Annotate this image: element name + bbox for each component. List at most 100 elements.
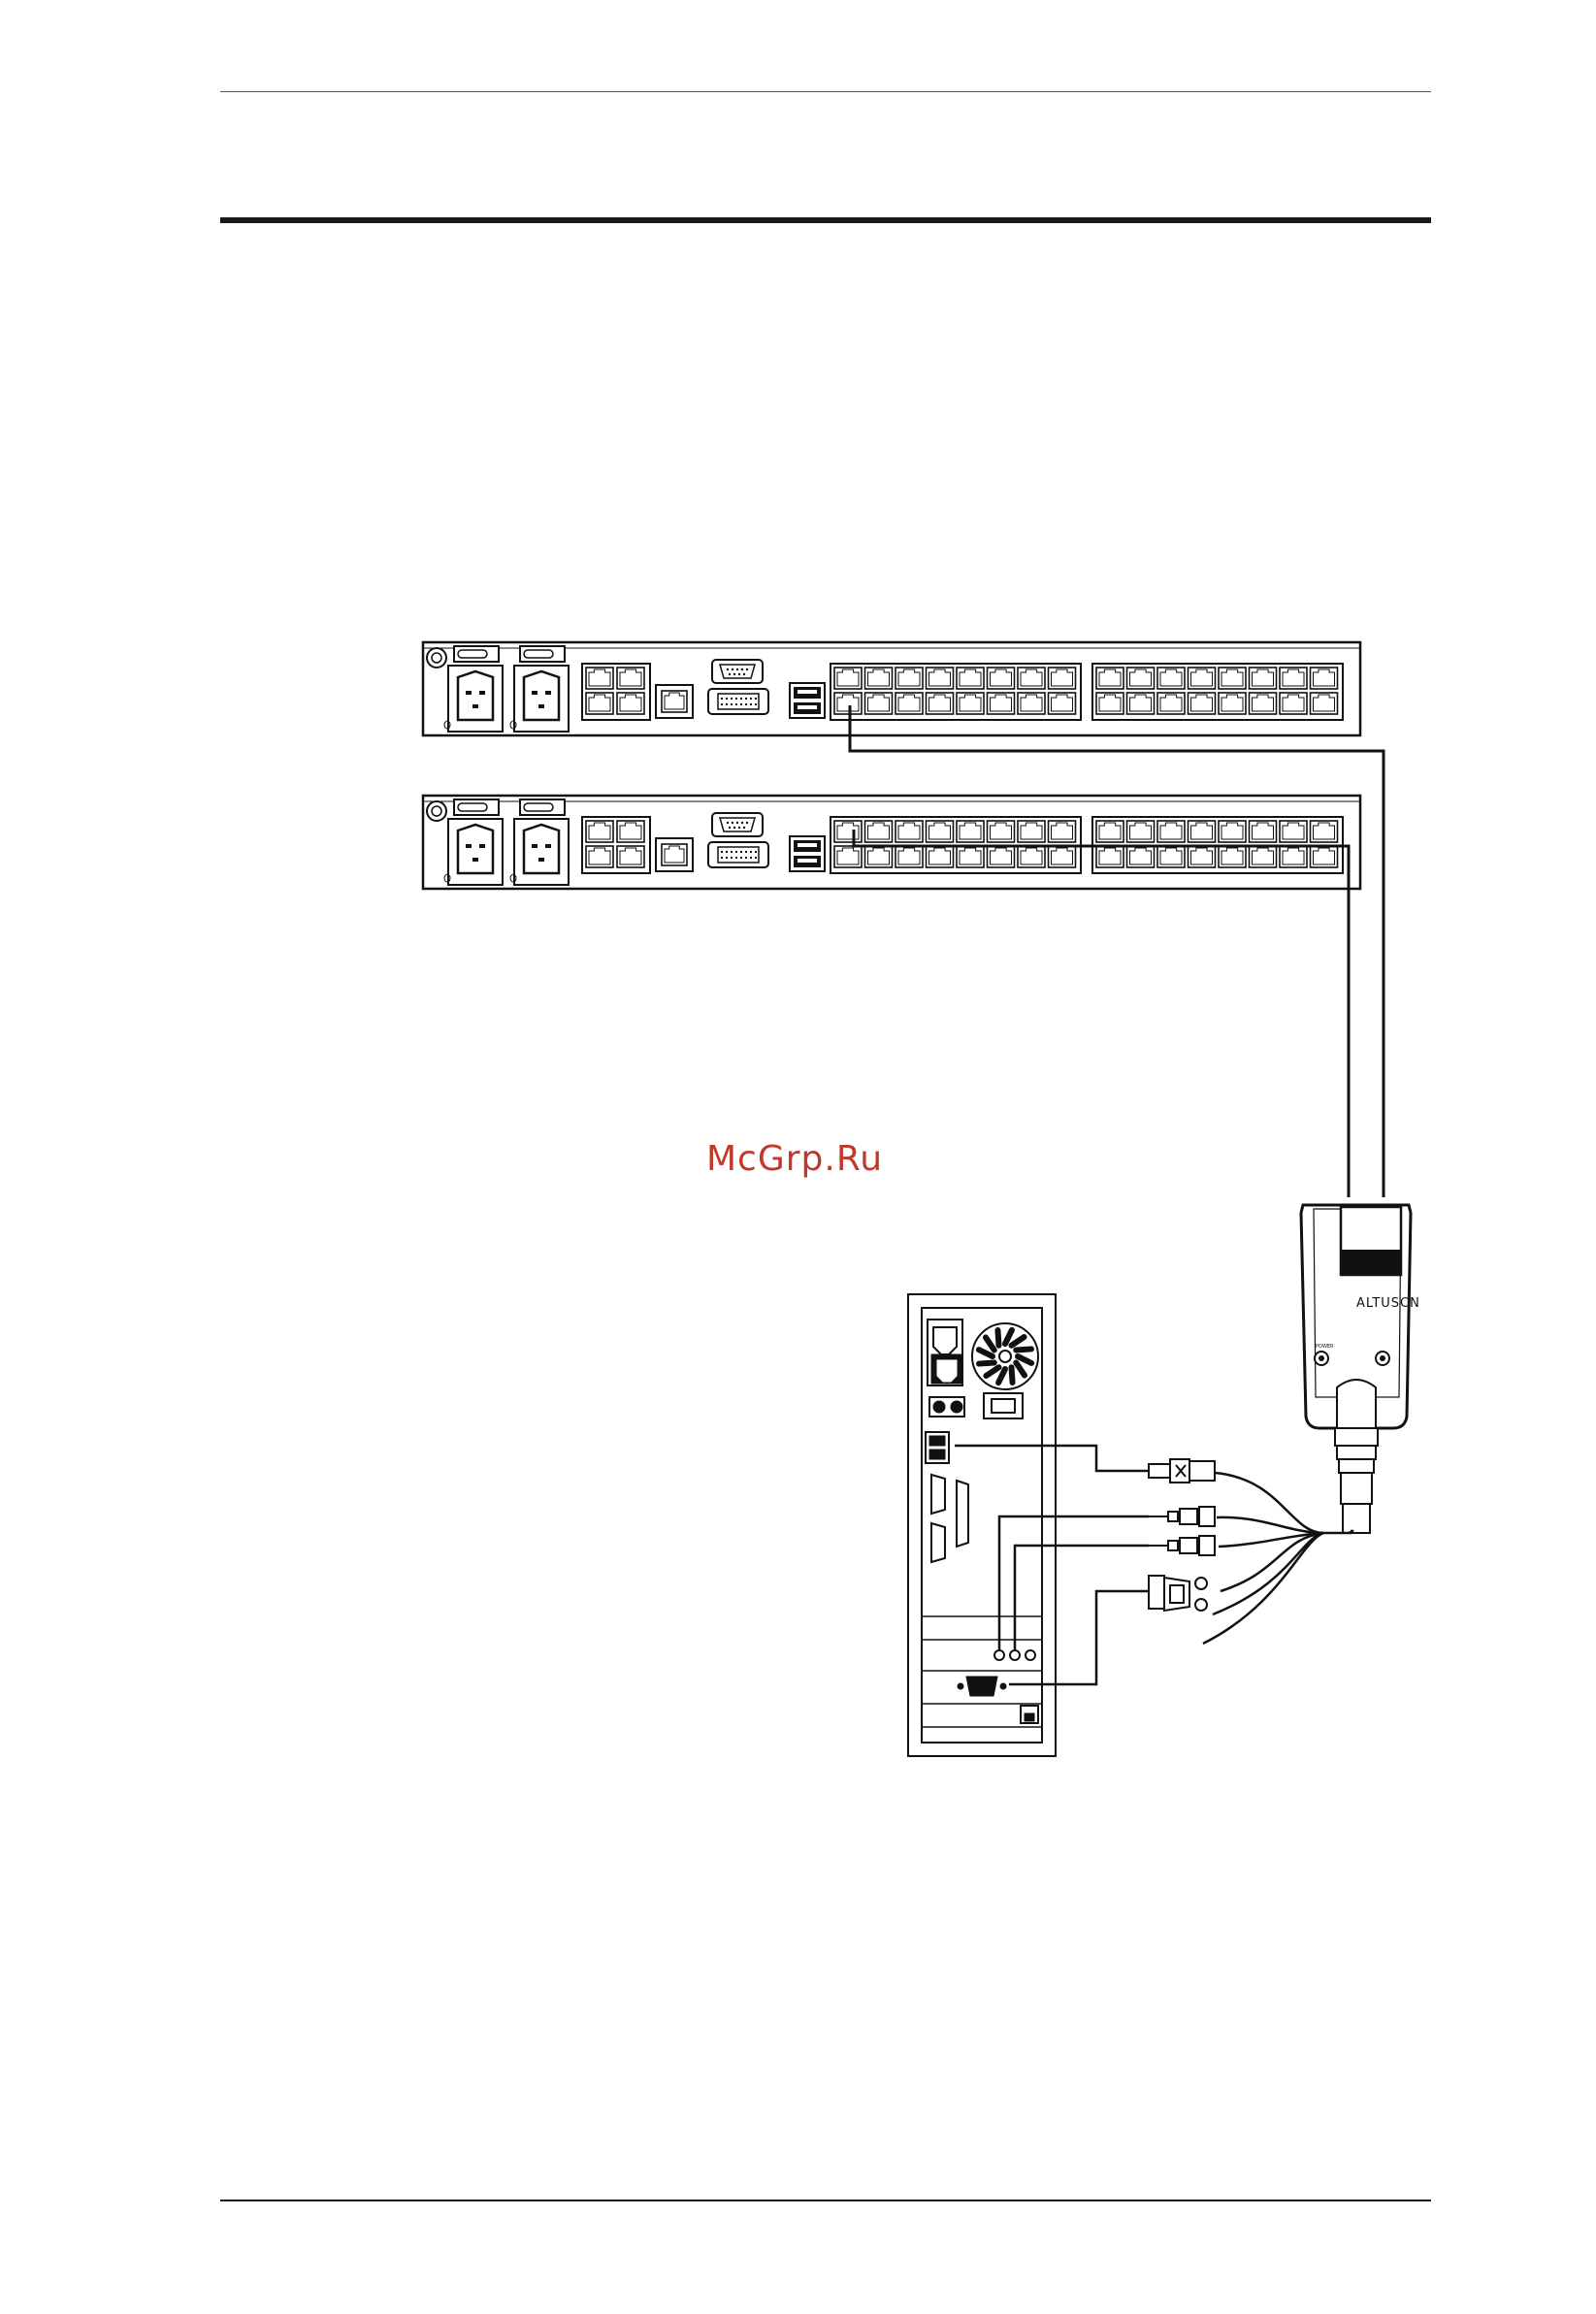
- rj45-port-icon: [1189, 821, 1216, 842]
- rj45-port-icon: [1280, 846, 1307, 867]
- rj45-port-icon: [1049, 846, 1076, 867]
- power-socket-icon: [444, 799, 503, 885]
- rj45-port-icon: [1127, 668, 1155, 689]
- rj45-port-icon: [1049, 668, 1076, 689]
- vga-connector-icon: [1149, 1576, 1207, 1611]
- rj45-port-icon: [1018, 668, 1045, 689]
- rj45-port-icon: [1311, 668, 1338, 689]
- rj45-port-icon: [927, 821, 954, 842]
- rj45-port-icon: [834, 668, 862, 689]
- rj45-port-icon: [1049, 821, 1076, 842]
- usb-port-icon: [790, 836, 825, 871]
- kvm-switch-rear-panel-icon: [423, 796, 1360, 889]
- vga-port-icon: [712, 813, 763, 836]
- rj45-port-icon: [988, 693, 1015, 714]
- rj45-port-icon: [1189, 846, 1216, 867]
- rj45-port-icon: [1157, 846, 1185, 867]
- fan-slot: [1016, 1349, 1031, 1350]
- fan-slot: [979, 1363, 994, 1364]
- rj45-port-icon: [1018, 821, 1045, 842]
- rj45-port-icon: [1219, 693, 1246, 714]
- rj45-port-icon: [1311, 693, 1338, 714]
- rj45-port-icon: [865, 693, 893, 714]
- rj45-port-icon: [834, 821, 862, 842]
- power-socket-icon: [510, 799, 569, 885]
- rj45-port-icon: [988, 846, 1015, 867]
- rj45-port-icon: [896, 821, 923, 842]
- rj45-port-icon: [865, 846, 893, 867]
- rj45-port-icon: [927, 693, 954, 714]
- rj45-port-icon: [1018, 846, 1045, 867]
- rj45-port-icon: [1096, 846, 1124, 867]
- rj45-port-icon: [1280, 668, 1307, 689]
- adapter-cable-bundle: [1203, 1473, 1352, 1644]
- rj45-port-icon: [1311, 846, 1338, 867]
- kvm-adapter-icon: ALTUSCN POWER: [1301, 1205, 1420, 1533]
- rj45-port-icon: [1096, 821, 1124, 842]
- rj45-port-icon: [1280, 693, 1307, 714]
- rj45-port-icon: [957, 693, 984, 714]
- rj45-port-icon: [1049, 693, 1076, 714]
- rj45-port-icon: [1311, 821, 1338, 842]
- rj45-port-icon: [1096, 693, 1124, 714]
- power-socket-icon: [444, 646, 503, 732]
- rj45-port-icon: [1250, 668, 1277, 689]
- fan-slot: [997, 1330, 998, 1346]
- kvm-switch-rear-panel-icon: [423, 642, 1360, 735]
- watermark: McGrp.Ru: [706, 1139, 883, 1179]
- rj45-port-icon: [1096, 668, 1124, 689]
- rj45-port-icon: [834, 693, 862, 714]
- rj45-port-icon: [662, 844, 687, 865]
- rj45-port-icon: [865, 668, 893, 689]
- rj45-port-icon: [1018, 693, 1045, 714]
- rj45-port-icon: [617, 668, 644, 689]
- rj45-port-icon: [1157, 668, 1185, 689]
- audio-jack-connector-speaker: [1149, 1536, 1215, 1555]
- rj45-port-icon: [957, 846, 984, 867]
- usb-port-icon: [790, 683, 825, 718]
- rj45-port-icon: [896, 668, 923, 689]
- power-socket-icon: [510, 646, 569, 732]
- vga-port-icon: [712, 660, 763, 683]
- rj45-port-icon: [1219, 821, 1246, 842]
- rj45-port-icon: [586, 693, 613, 714]
- rj45-port-icon: [957, 821, 984, 842]
- rj45-port-icon: [834, 846, 862, 867]
- rj45-port-icon: [1250, 846, 1277, 867]
- ground-screw-icon: [427, 801, 446, 821]
- rj45-port-icon: [1250, 693, 1277, 714]
- rj45-port-icon: [586, 846, 613, 867]
- rj45-port-icon: [896, 693, 923, 714]
- audio-jack-connector-mic: [1149, 1507, 1215, 1526]
- rj45-port-icon: [617, 693, 644, 714]
- rj45-port-icon: [927, 668, 954, 689]
- computer-tower-icon: [908, 1294, 1056, 1756]
- rj45-port-icon: [865, 821, 893, 842]
- rj45-port-icon: [1280, 821, 1307, 842]
- rj45-port-icon: [1157, 693, 1185, 714]
- rj45-port-icon: [927, 846, 954, 867]
- rj45-port-icon: [1157, 821, 1185, 842]
- rj45-port-icon: [988, 821, 1015, 842]
- rj45-port-icon: [1189, 668, 1216, 689]
- rj45-port-icon: [1189, 693, 1216, 714]
- rj45-port-icon: [586, 821, 613, 842]
- usb-connector-icon: [1149, 1459, 1215, 1483]
- dvi-port-icon: [708, 842, 768, 867]
- rj45-port-icon: [1219, 668, 1246, 689]
- adapter-logo: ALTUSCN: [1356, 1296, 1420, 1311]
- rj45-port-icon: [586, 668, 613, 689]
- fan-slot: [1012, 1367, 1013, 1383]
- dvi-port-icon: [708, 689, 768, 714]
- rj45-port-icon: [957, 668, 984, 689]
- rj45-port-icon: [988, 668, 1015, 689]
- ground-screw-icon: [427, 648, 446, 668]
- power-label: POWER: [1316, 1344, 1334, 1350]
- cat5-cable-upper: [850, 705, 1384, 1197]
- rj45-port-icon: [1127, 821, 1155, 842]
- rj45-port-icon: [1250, 821, 1277, 842]
- rj45-port-icon: [617, 846, 644, 867]
- rj45-port-icon: [1127, 846, 1155, 867]
